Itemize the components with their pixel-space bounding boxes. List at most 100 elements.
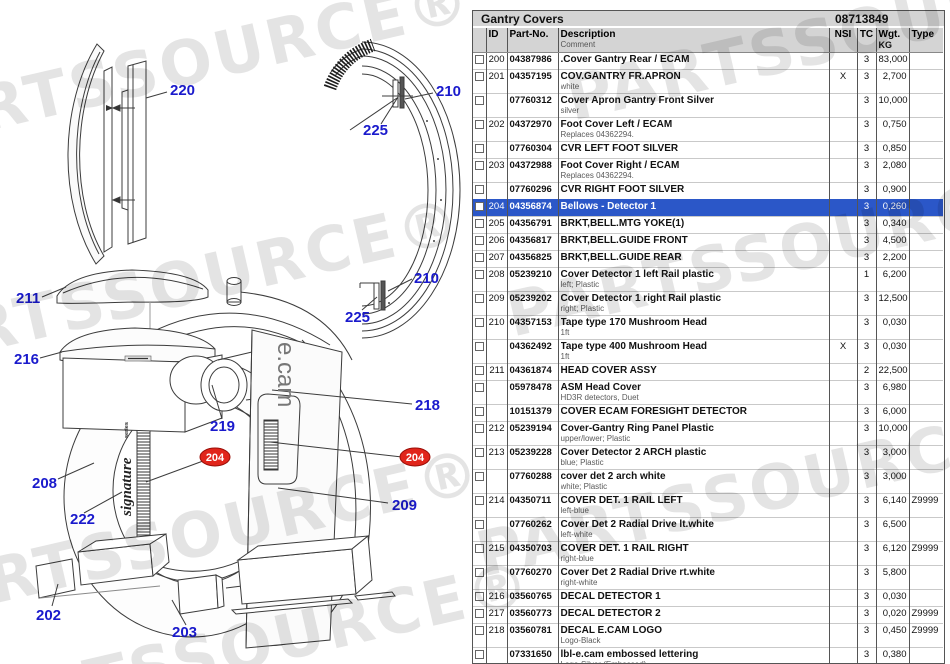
row-checkbox[interactable] (475, 383, 484, 392)
row-checkbox-cell[interactable] (473, 53, 486, 70)
row-checkbox-cell[interactable] (473, 339, 486, 364)
row-checkbox-cell[interactable] (473, 363, 486, 381)
row-checkbox[interactable] (475, 120, 484, 129)
row-checkbox[interactable] (475, 253, 484, 262)
callout-label-210[interactable]: 210 (436, 83, 461, 100)
row-checkbox-cell[interactable] (473, 141, 486, 159)
row-checkbox-cell[interactable] (473, 493, 486, 518)
row-checkbox-cell[interactable] (473, 291, 486, 316)
row-checkbox[interactable] (475, 448, 484, 457)
row-checkbox-cell[interactable] (473, 315, 486, 340)
row-checkbox[interactable] (475, 342, 484, 351)
row-checkbox-cell[interactable] (473, 647, 486, 663)
row-checkbox[interactable] (475, 270, 484, 279)
callout-label-202[interactable]: 202 (36, 607, 61, 624)
row-checkbox-cell[interactable] (473, 404, 486, 422)
row-checkbox[interactable] (475, 568, 484, 577)
row-checkbox[interactable] (475, 185, 484, 194)
callout-label-225[interactable]: 225 (345, 309, 370, 326)
row-checkbox[interactable] (475, 650, 484, 659)
callout-label-203[interactable]: 203 (172, 624, 197, 641)
row-checkbox[interactable] (475, 366, 484, 375)
callout-label-216[interactable]: 216 (14, 351, 39, 368)
row-checkbox[interactable] (475, 544, 484, 553)
row-checkbox-cell[interactable] (473, 199, 486, 217)
callout-label-210[interactable]: 210 (414, 270, 439, 287)
callout-label-219[interactable]: 219 (210, 418, 235, 435)
row-checkbox-cell[interactable] (473, 623, 486, 648)
row-checkbox[interactable] (475, 626, 484, 635)
row-checkbox-cell[interactable] (473, 216, 486, 234)
row-checkbox-cell[interactable] (473, 565, 486, 590)
row-checkbox[interactable] (475, 55, 484, 64)
row-checkbox[interactable] (475, 161, 484, 170)
row-checkbox[interactable] (475, 96, 484, 105)
row-checkbox-cell[interactable] (473, 445, 486, 470)
row-checkbox-cell[interactable] (473, 69, 486, 94)
row-checkbox-cell[interactable] (473, 589, 486, 607)
row-checkbox[interactable] (475, 407, 484, 416)
row-checkbox-cell[interactable] (473, 541, 486, 566)
row-checkbox[interactable] (475, 609, 484, 618)
row-checkbox[interactable] (475, 496, 484, 505)
callout-label-218[interactable]: 218 (415, 397, 440, 414)
row-checkbox[interactable] (475, 202, 484, 211)
row-checkbox[interactable] (475, 144, 484, 153)
callout-label-209[interactable]: 209 (392, 497, 417, 514)
row-checkbox[interactable] (475, 424, 484, 433)
callout-label-220[interactable]: 220 (170, 82, 195, 99)
highlighted-callout-204[interactable]: 204 (199, 447, 231, 467)
row-checkbox-cell[interactable] (473, 469, 486, 494)
row-checkbox-cell[interactable] (473, 606, 486, 624)
row-checkbox-cell[interactable] (473, 233, 486, 251)
highlighted-callout-204[interactable]: 204 (399, 447, 431, 467)
row-checkbox-cell[interactable] (473, 380, 486, 405)
callout-label-225[interactable]: 225 (363, 122, 388, 139)
row-checkbox[interactable] (475, 72, 484, 81)
row-checkbox-cell[interactable] (473, 182, 486, 200)
row-checkbox[interactable] (475, 318, 484, 327)
row-checkbox[interactable] (475, 294, 484, 303)
row-checkbox[interactable] (475, 472, 484, 481)
row-checkbox[interactable] (475, 236, 484, 245)
row-checkbox-cell[interactable] (473, 267, 486, 292)
row-checkbox[interactable] (475, 219, 484, 228)
callout-label-211[interactable]: 211 (16, 290, 40, 307)
callout-label-208[interactable]: 208 (32, 475, 57, 492)
row-checkbox[interactable] (475, 592, 484, 601)
row-checkbox[interactable] (475, 520, 484, 529)
row-checkbox-cell[interactable] (473, 117, 486, 142)
callout-label-222[interactable]: 222 (70, 511, 95, 528)
row-checkbox-cell[interactable] (473, 517, 486, 542)
row-checkbox-cell[interactable] (473, 93, 486, 118)
row-checkbox-cell[interactable] (473, 421, 486, 446)
row-checkbox-cell[interactable] (473, 158, 486, 183)
